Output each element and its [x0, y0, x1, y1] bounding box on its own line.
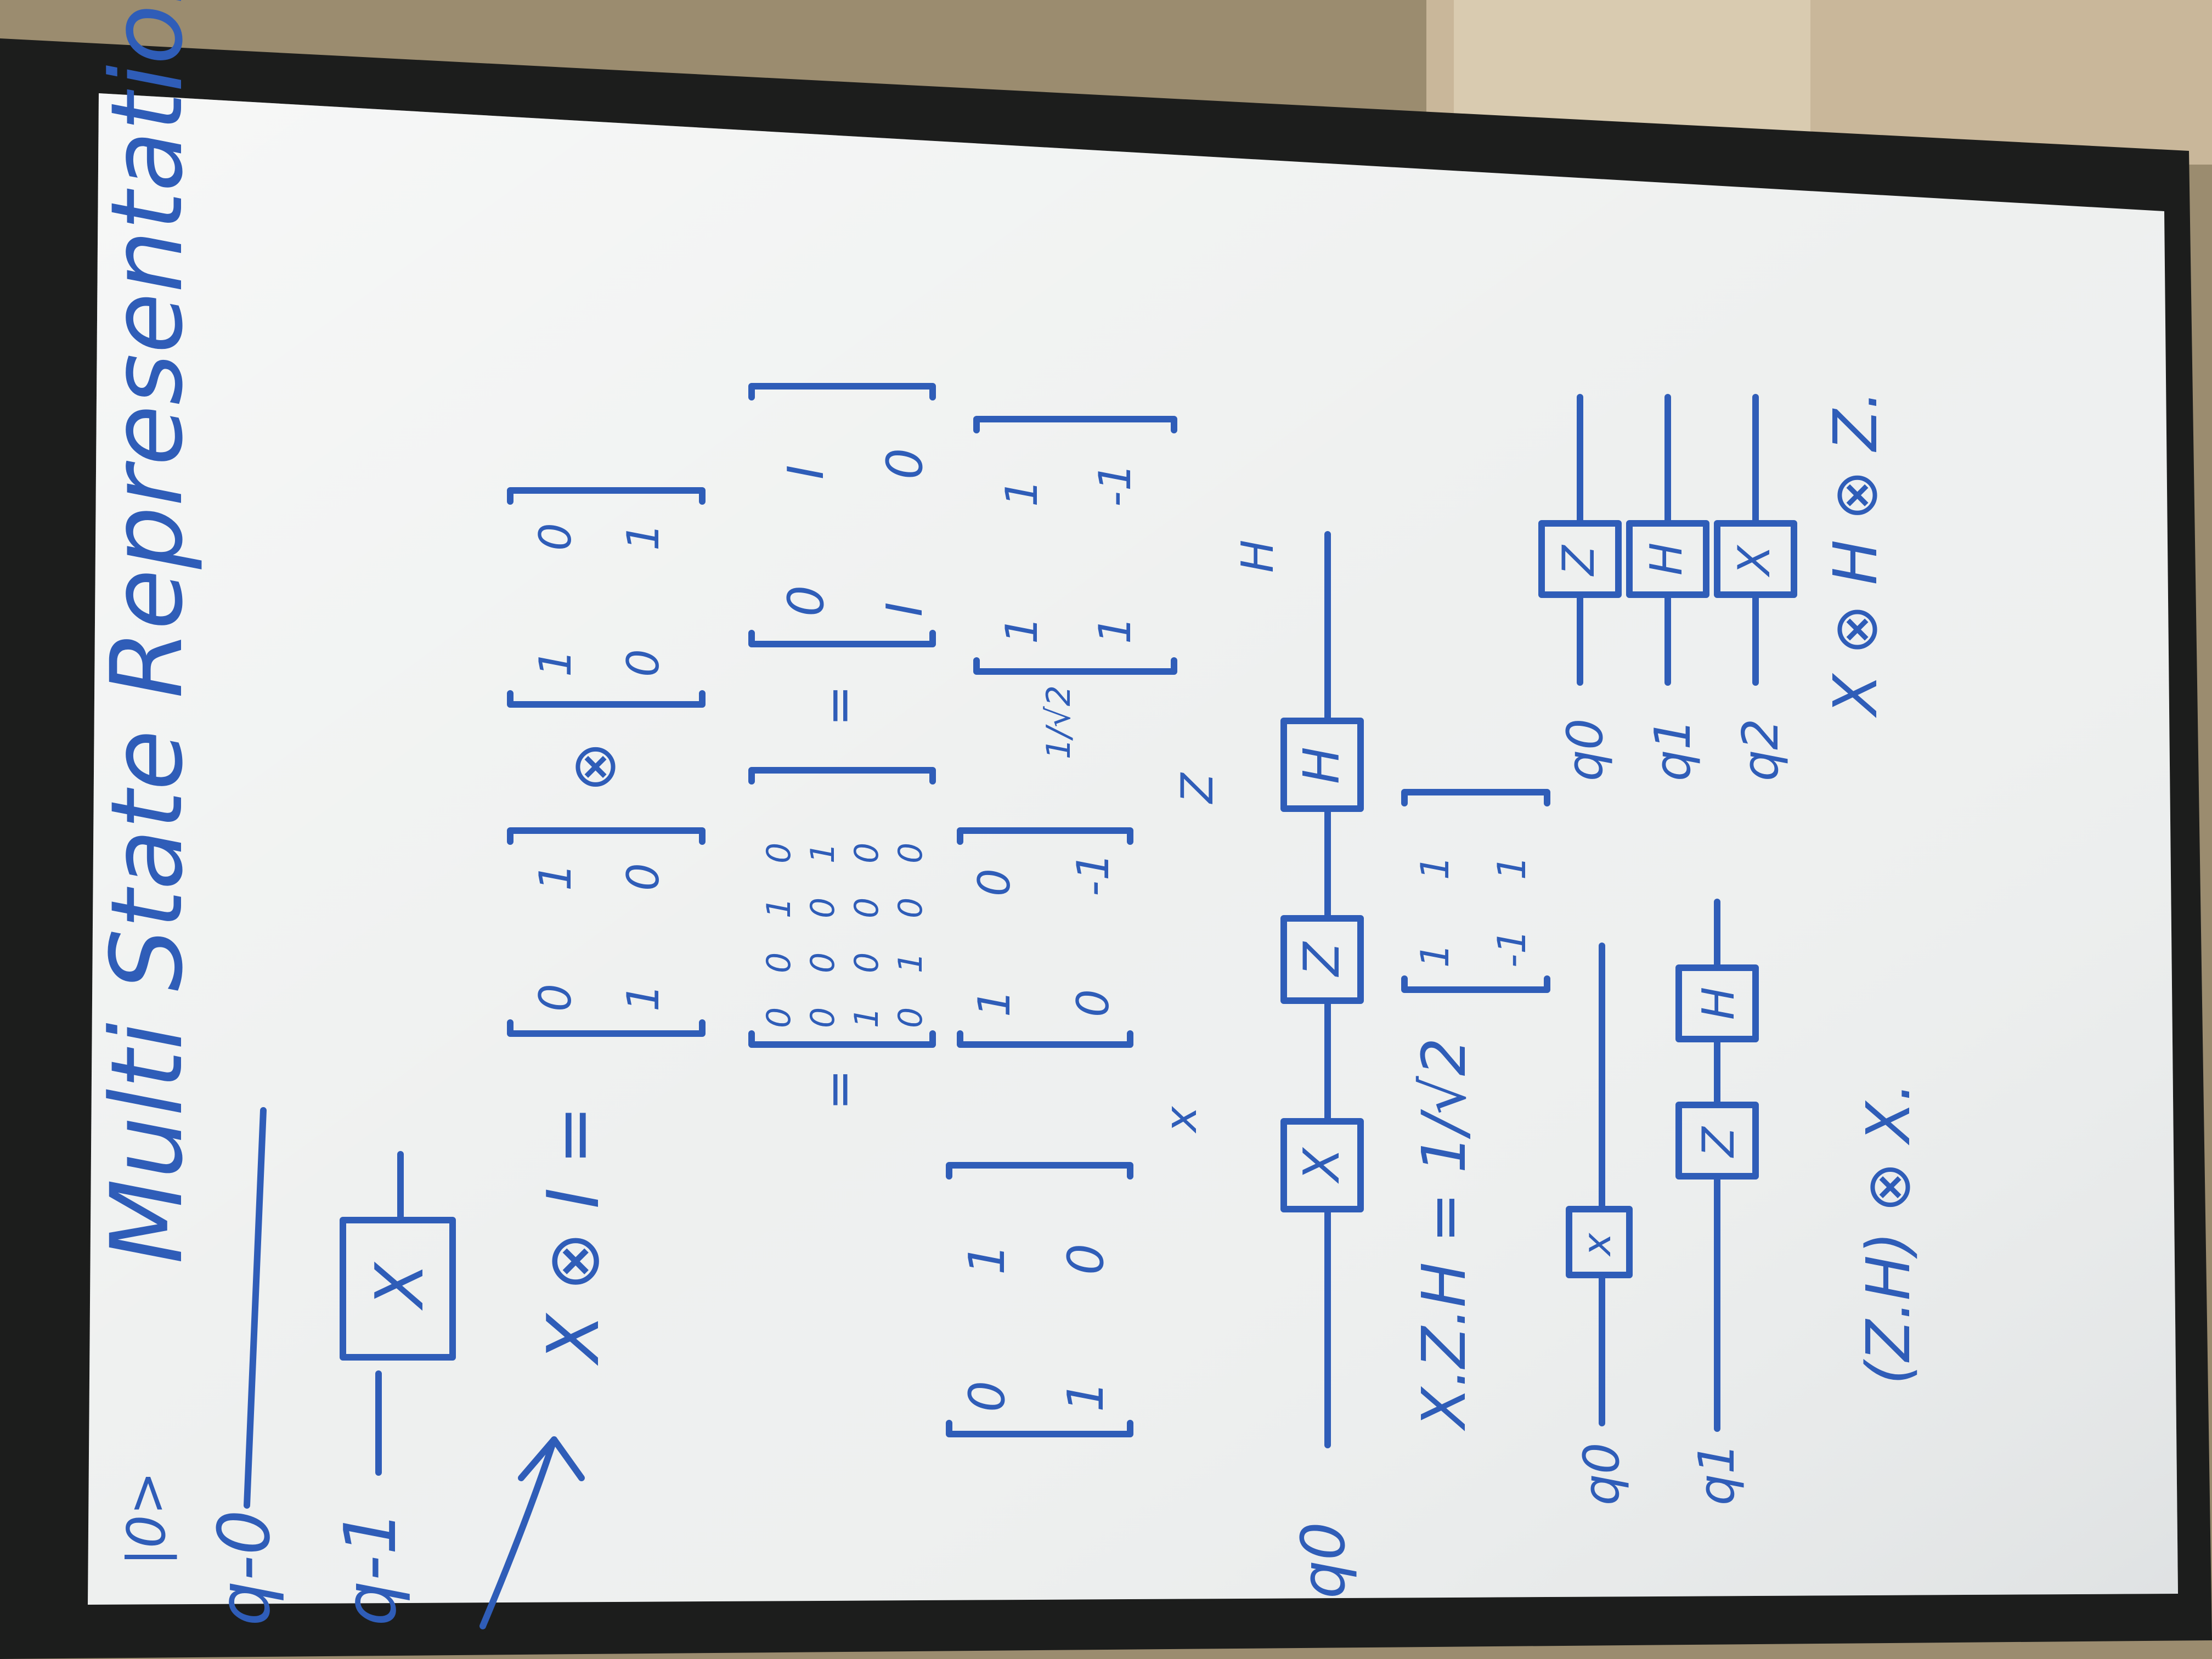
matrix-x: 0 1 1 0	[507, 827, 706, 1037]
matrix-four-cell: 1	[848, 1007, 886, 1028]
matrix-four-cell: 0	[760, 843, 798, 864]
matrix-result-cell: -1	[1489, 929, 1534, 968]
eq-sign-2: =	[810, 685, 868, 726]
heading: Multi State Representation.	[90, 0, 205, 1264]
matrix-i: 1 0 0 1	[507, 487, 706, 708]
zh-tensor-x: (Z.H) ⊗ X.	[1853, 1082, 1923, 1385]
matrix-result-cell: 1	[1413, 943, 1458, 968]
eq-sign-1: =	[810, 1069, 868, 1110]
matrix-x-cell: 1	[618, 984, 669, 1012]
xzh-expression: X.Z.H = 1/√2	[1409, 1037, 1479, 1431]
gate-x-low-label: x	[1575, 1233, 1620, 1257]
gate-h-low-label: H	[1693, 987, 1744, 1020]
wire-label-q1-low: q1	[1688, 1443, 1746, 1505]
wire-label-q1-top: q-1	[329, 1510, 412, 1626]
matrix-four: 0 0 1 0 0 0 0 1 1 0 0 0 0 1 0 0	[748, 767, 936, 1048]
wire-label-q1-right: q1	[1644, 719, 1702, 781]
matrix-i-cell: 0	[618, 649, 669, 677]
matrix-z-cell: 0	[969, 868, 1020, 896]
matrix-four-cell: 0	[891, 1007, 930, 1028]
wire-q0-top	[244, 1107, 267, 1509]
wire-label-q0-mid: q0	[1288, 1522, 1358, 1599]
curtain-patch	[1454, 0, 1810, 132]
gate-h-mid	[1280, 718, 1364, 812]
wire-label-q0-low: q0	[1573, 1443, 1630, 1505]
matrix-x-cell: 0	[530, 984, 581, 1012]
matrix-h: 1/√2 1 1 1 -1	[973, 416, 1177, 759]
matrix-z-cell: -1	[1068, 853, 1119, 896]
z-operator: Z	[1172, 772, 1223, 804]
wire-label-q2-right: q2	[1732, 719, 1790, 781]
gate-x-right-label: X	[1729, 544, 1780, 578]
matrix-h-cell: 1	[996, 479, 1047, 507]
matrix-z-cell: 0	[1068, 989, 1119, 1017]
matrix-four-cell: 0	[804, 952, 842, 973]
gate-z-mid-label: Z	[1293, 941, 1351, 977]
matrix-four-cell: 0	[760, 1007, 798, 1028]
matrix-four-cell: 0	[848, 952, 886, 973]
matrix-block-cell: 0	[777, 585, 835, 617]
matrix-four-cell: 1	[804, 843, 842, 864]
arrow-icon	[479, 1436, 585, 1629]
gate-x-mid	[1280, 1118, 1364, 1212]
matrix-x-cell: 1	[530, 863, 581, 891]
matrix-four-cell: 0	[804, 898, 842, 918]
matrix-four-cell: 0	[891, 843, 930, 864]
gate-z-low-label: Z	[1693, 1126, 1744, 1158]
ket-label: |0>	[117, 1471, 177, 1566]
matrix-four-cell: 0	[848, 843, 886, 864]
matrix-i-cell: 0	[530, 523, 581, 551]
matrix-i-cell: 1	[618, 523, 669, 551]
matrix-block-cell: I	[876, 602, 934, 617]
gate-h-mid-label: H	[1293, 747, 1351, 784]
times-symbol: x	[1155, 1105, 1206, 1134]
h-operator: H	[1232, 540, 1283, 573]
matrix-x2-cell: 1	[958, 1244, 1016, 1275]
wire-label-q0-top: q-0	[202, 1510, 286, 1626]
matrix-four-cell: 0	[760, 952, 798, 973]
board-sheen	[88, 93, 2178, 1605]
matrix-four-cell: 0	[804, 1007, 842, 1028]
matrix-x2-cell: 0	[1057, 1244, 1115, 1275]
matrix-block-cell: 0	[876, 448, 934, 479]
matrix-block-cell: I	[777, 465, 835, 479]
matrix-i-cell: 1	[530, 649, 581, 677]
matrix-four-cell: 1	[891, 952, 930, 973]
tensor-symbol: ⊗	[558, 742, 629, 792]
matrix-z: 1 0 0 -1	[957, 827, 1133, 1048]
matrix-result: 1 1 -1 1	[1401, 789, 1550, 993]
gate-x-mid-label: X	[1293, 1147, 1351, 1184]
matrix-h-cell: -1	[1090, 463, 1141, 507]
matrix-four-cell: 0	[848, 898, 886, 918]
gate-x-top-label: X	[362, 1261, 438, 1311]
matrix-result-cell: 1	[1489, 855, 1534, 880]
matrix-x2-cell: 0	[958, 1381, 1016, 1412]
gate-h-right-label: H	[1641, 543, 1692, 575]
x-tensor-i: X ⊗ I =	[532, 1105, 615, 1366]
matrix-four-cell: 1	[760, 898, 798, 918]
gate-z-mid	[1280, 915, 1364, 1004]
matrix-x2: 0 1 1 0	[946, 1162, 1133, 1437]
matrix-x2-cell: 1	[1057, 1381, 1115, 1412]
matrix-x-cell: 0	[618, 863, 669, 891]
matrix-h-cell: 1	[996, 616, 1047, 644]
matrix-block: 0 I I 0	[748, 383, 936, 647]
matrix-h-frac: 1/√2	[1040, 685, 1078, 759]
matrix-result-cell: 1	[1413, 855, 1458, 880]
x-h-z-expression: X ⊗ H ⊗ Z.	[1820, 390, 1891, 718]
matrix-z-cell: 1	[969, 989, 1020, 1017]
wire-label-q0-right: q0	[1556, 719, 1614, 781]
matrix-four-cell: 0	[891, 898, 930, 918]
matrix-h-cell: 1	[1090, 616, 1141, 644]
gate-z-right-label: Z	[1553, 544, 1604, 577]
